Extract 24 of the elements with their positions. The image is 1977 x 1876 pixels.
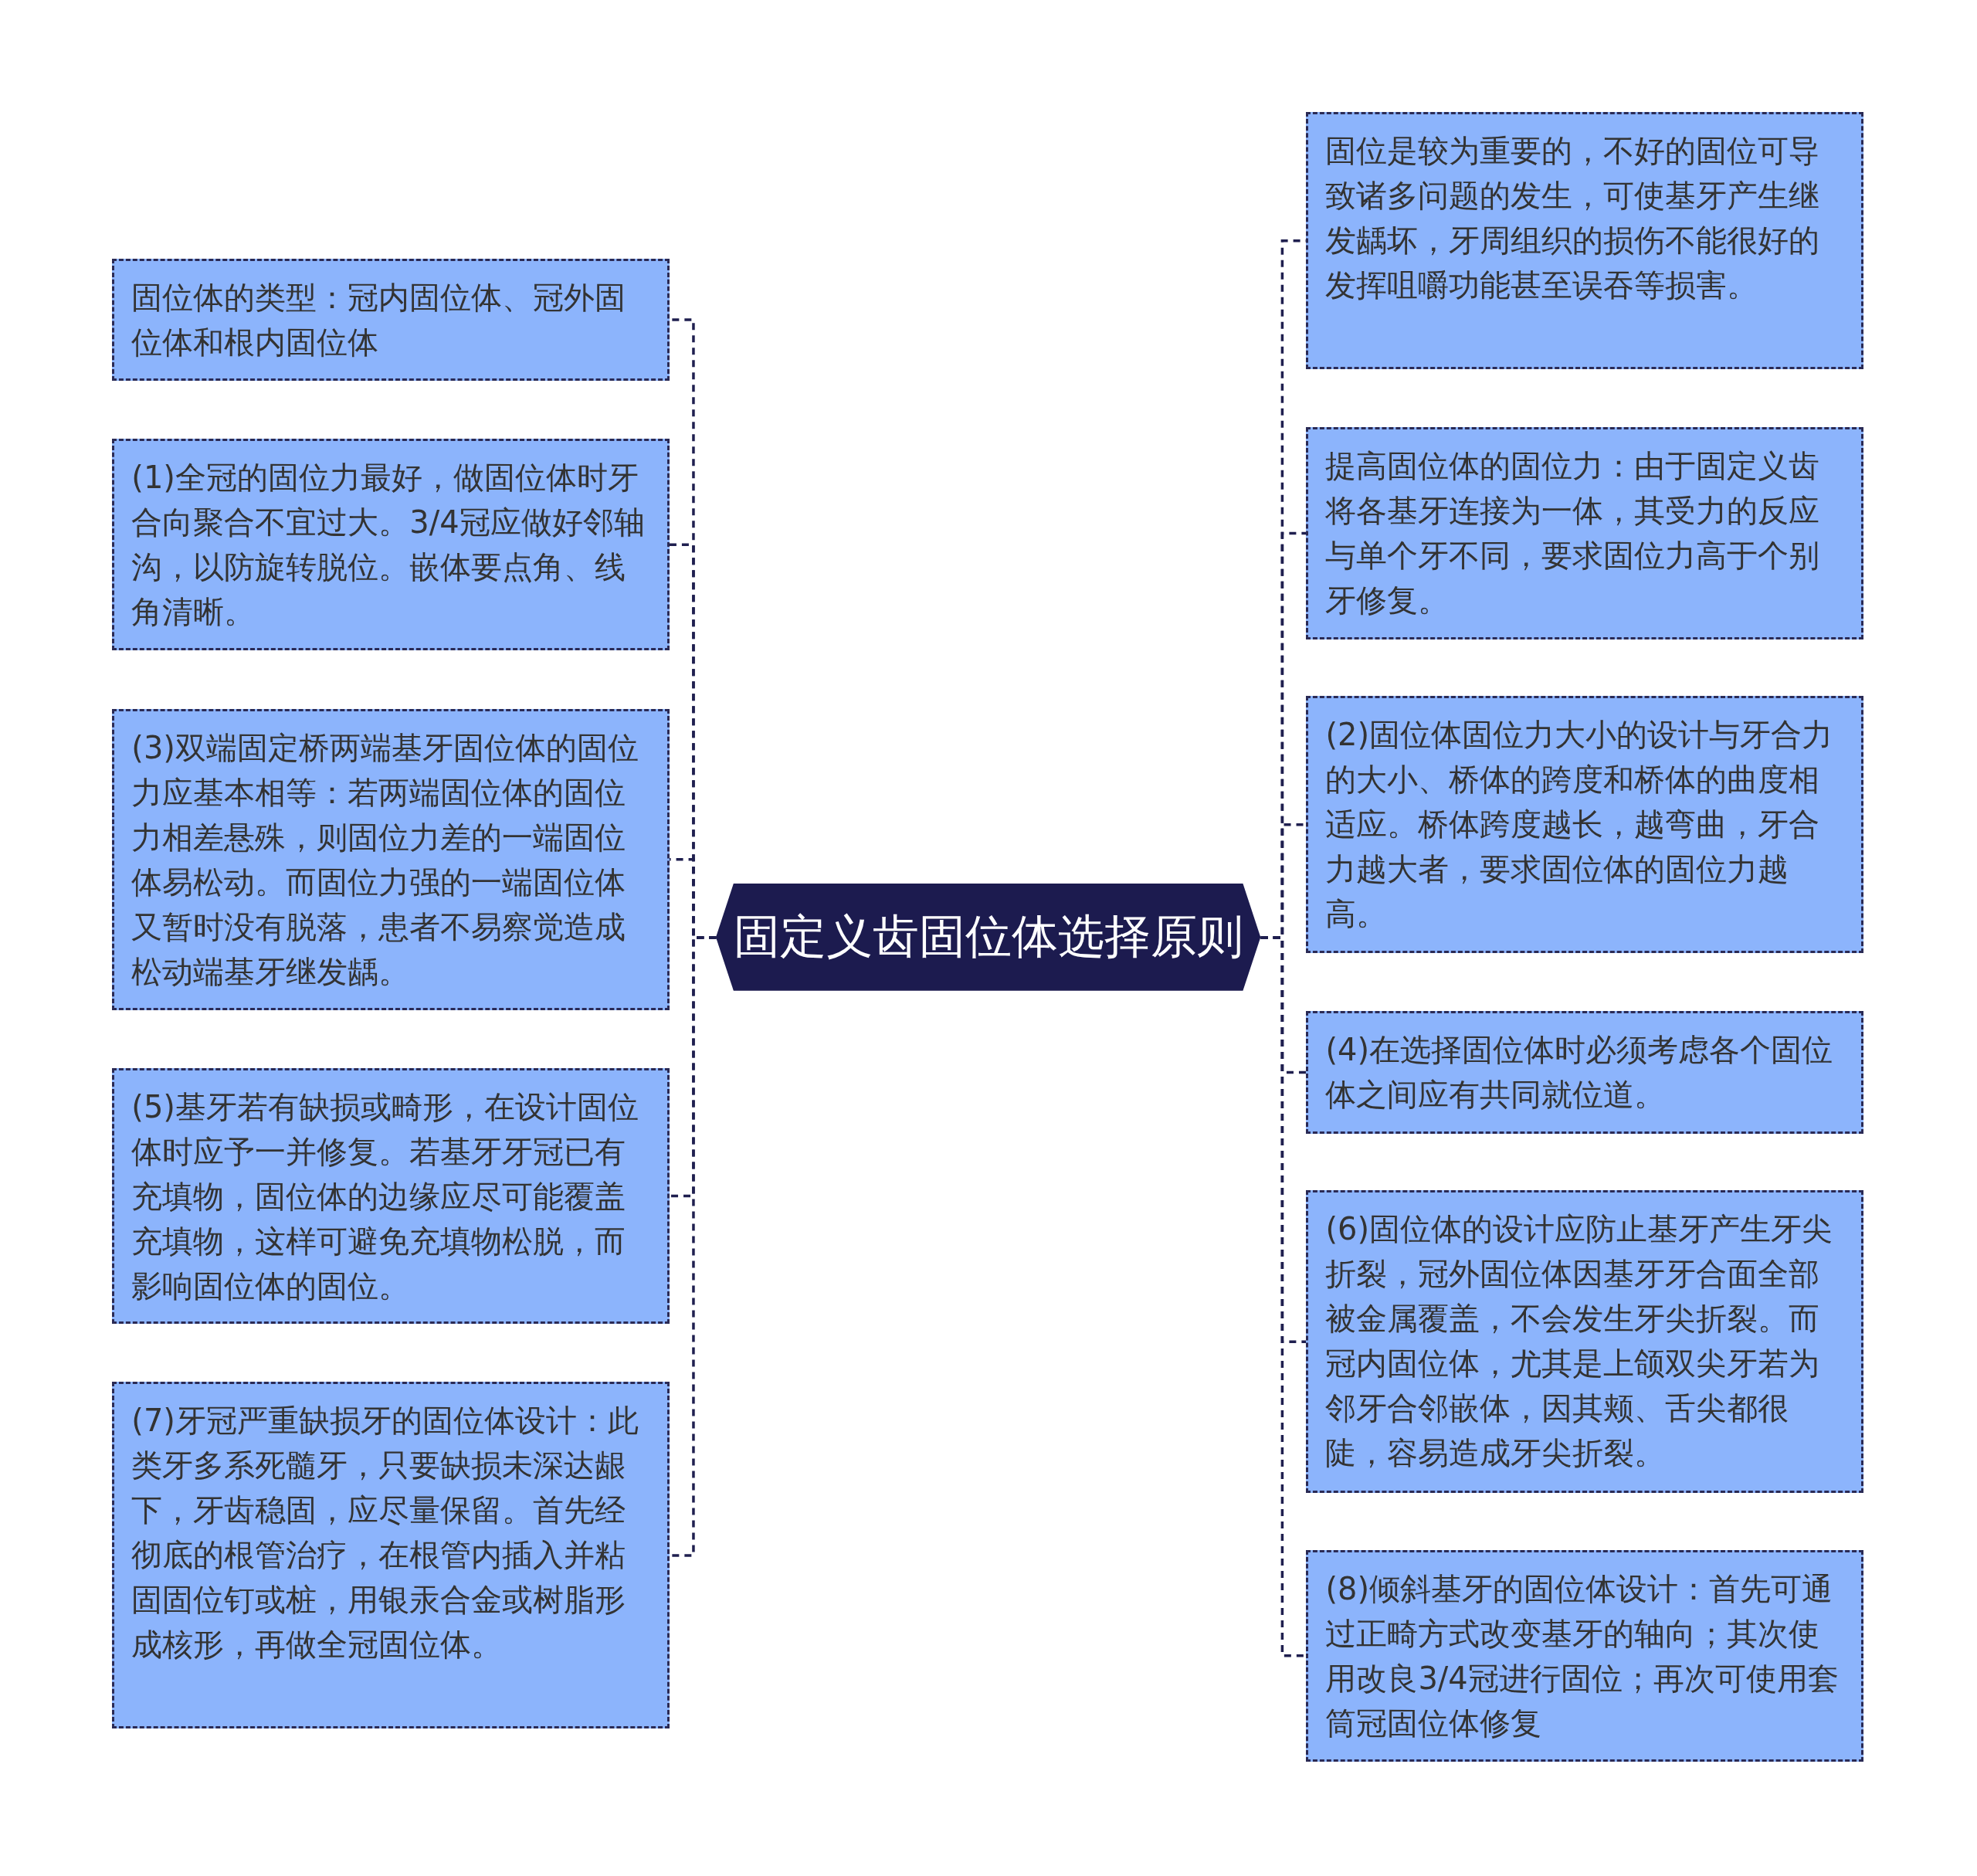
topic-hexagon [716,884,1261,992]
note-text: 提高固位体的固位力：由于固定义齿将各基牙连接为一体，其受力的反应与单个牙不同，要求固位力高于个别牙修复。 [1325,447,1821,620]
note-box [112,1382,670,1729]
note-box [112,258,670,382]
note-text: (2)固位体固位力大小的设计与牙合力的大小、桥体的跨度和桥体的曲度相适应。桥体跨度越长，越弯曲，牙合力越大者，要求固位体的固位力越高。 [1325,716,1834,934]
note-box [1306,1190,1864,1494]
note-box [1306,427,1864,639]
note-box [112,439,670,651]
note-text: 固位体的类型：冠内固位体、冠外固位体和根内固位体 [131,278,627,361]
note-text: (3)双端固定桥两端基牙固位体的固位力应基本相等：若两端固位体的固位力相差悬殊，则固位力差的一端固位体易松动。而固位力强的一端固位体又暂时没有脱落，患者不易察觉造成松动端基牙继发龋。 [131,728,639,991]
note-box [1306,1011,1864,1134]
note-box [112,708,670,1010]
note-text: (6)固位体的设计应防止基牙产生牙尖折裂，冠外固位体因基牙牙合面全部被金属覆盖，不会发生牙尖折裂。而冠内固位体，尤其是上颌双尖牙若为邻牙合邻嵌体，因其颊、舌尖都很陡，容易造成牙尖折裂。 [1325,1210,1834,1473]
topic-title: 固定义齿固位体选择原则 [734,908,1243,965]
note-text: (5)基牙若有缺损或畸形，在设计固位体时应予一并修复。若基牙牙冠已有充填物，固位体的边缘应尽可能覆盖充填物，这样可避免充填物松脱，而影响固位体的固位。 [131,1087,639,1305]
note-text: (1)全冠的固位力最好，做固位体时牙合向聚合不宜过大。3/4冠应做好邻轴沟，以防旋转脱位。嵌体要点角、线角清晰。 [131,459,646,632]
note-text: (4)在选择固位体时必须考虑各个固位体之间应有共同就位道。 [1325,1031,1834,1114]
note-box [1306,696,1864,954]
note-text: 固位是较为重要的，不好的固位可导致诸多问题的发生，可使基牙产生继发龋坏，牙周组织的损伤不能很好的发挥咀嚼功能甚至误吞等损害。 [1325,132,1821,305]
note-box [1306,1549,1864,1762]
note-text: (8)倾斜基牙的固位体设计：首先可通过正畸方式改变基牙的轴向；其次使用改良3/4冠进行固位；再次可使用套筒冠固位体修复 [1325,1569,1840,1742]
note-text: (7)牙冠严重缺损牙的固位体设计：此类牙多系死髓牙，只要缺损未深达龈下，牙齿稳固，应尽量保留。首先经彻底的根管治疗，在根管内插入并粘固固位钉或桩，用银汞合金或树脂形成核形，再做全冠固位体。 [131,1402,639,1664]
note-box [112,1067,670,1325]
note-box [1306,112,1864,370]
